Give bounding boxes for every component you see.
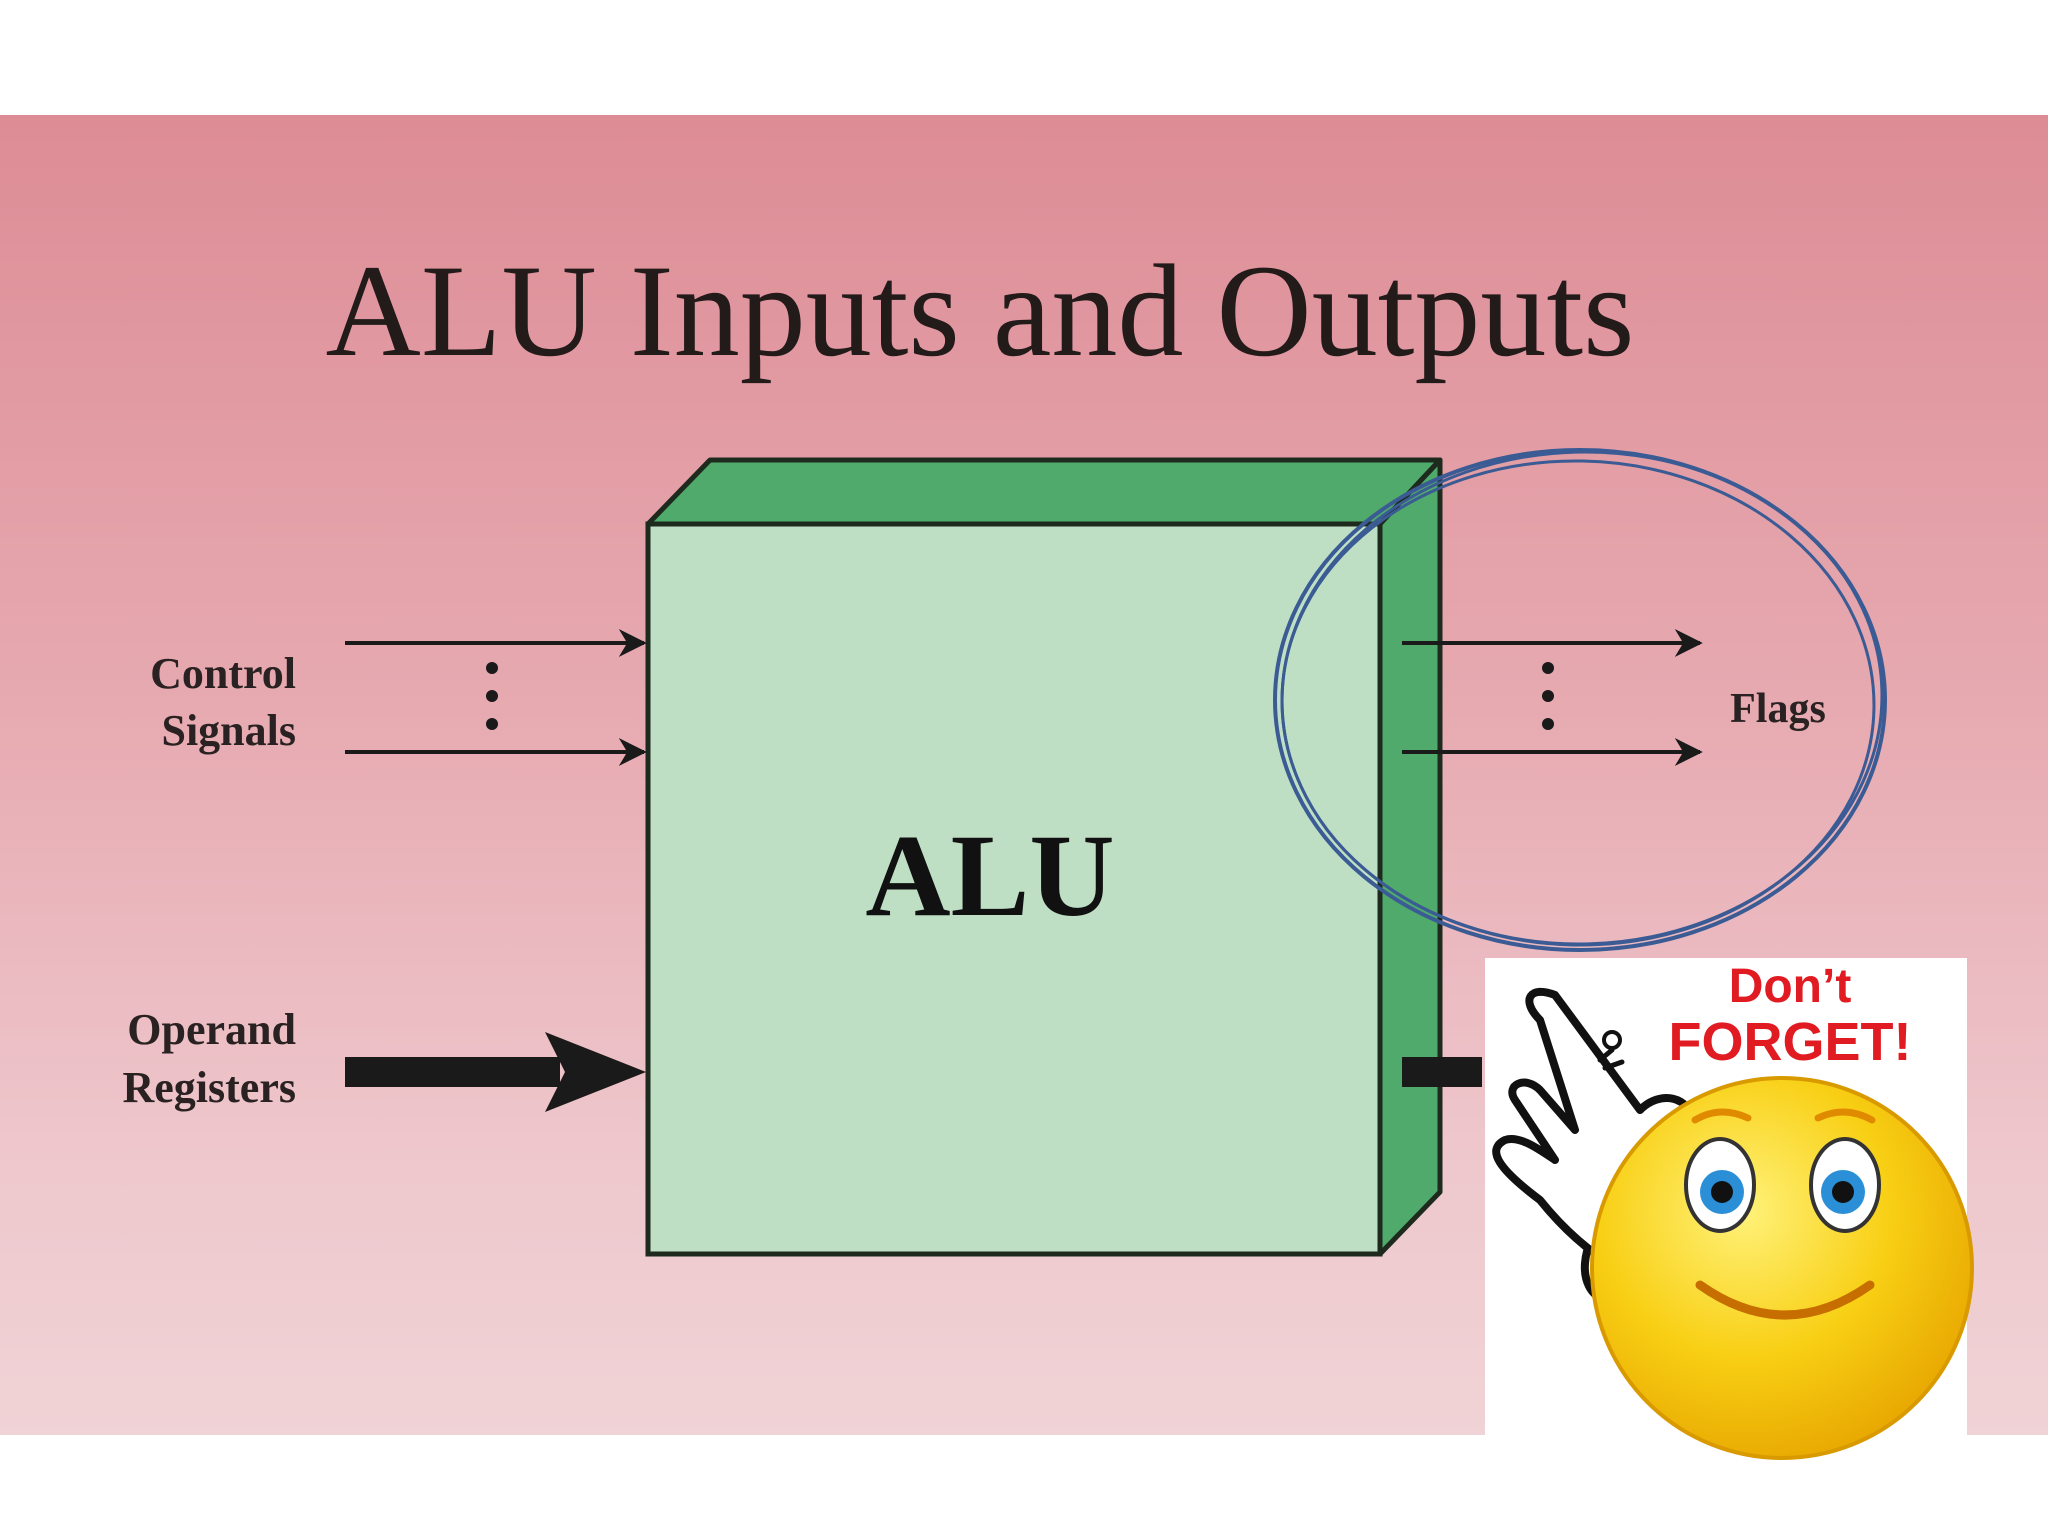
flags-output: Flags [1402, 629, 1826, 766]
control-ellipsis-dot [486, 690, 498, 702]
alu-front-face [645, 521, 1383, 1257]
operand-label-line2: Registers [123, 1063, 297, 1112]
control-signals-input: Control Signals [150, 629, 647, 766]
result-arrow-stub [1402, 1057, 1482, 1087]
flags-label: Flags [1730, 686, 1826, 732]
alu-label: ALU [865, 810, 1114, 941]
smiley-face-icon [1590, 1076, 1974, 1460]
control-label-line1: Control [150, 649, 296, 698]
control-ellipsis-dot [486, 662, 498, 674]
operand-arrow-shaft [345, 1057, 560, 1087]
operand-arrow-head [545, 1032, 646, 1112]
flags-ellipsis-dot [1542, 718, 1554, 730]
dont-forget-sticker: Don’t FORGET! [1485, 958, 1974, 1460]
flags-ellipsis-dot [1542, 690, 1554, 702]
slide-title: ALU Inputs and Outputs [326, 237, 1635, 384]
operand-registers-input: Operand Registers [123, 1005, 646, 1112]
flags-ellipsis-dot [1542, 662, 1554, 674]
alu-top-face [645, 457, 1443, 527]
highlight-circle [1273, 448, 1887, 952]
control-label-line2: Signals [161, 706, 296, 755]
alu-side-face [1377, 457, 1443, 1257]
control-ellipsis-dot [486, 718, 498, 730]
sticker-line2: FORGET! [1669, 1012, 1912, 1072]
sticker-line1: Don’t [1729, 960, 1852, 1013]
operand-label-line1: Operand [127, 1005, 296, 1054]
alu-block: ALU [645, 457, 1443, 1257]
